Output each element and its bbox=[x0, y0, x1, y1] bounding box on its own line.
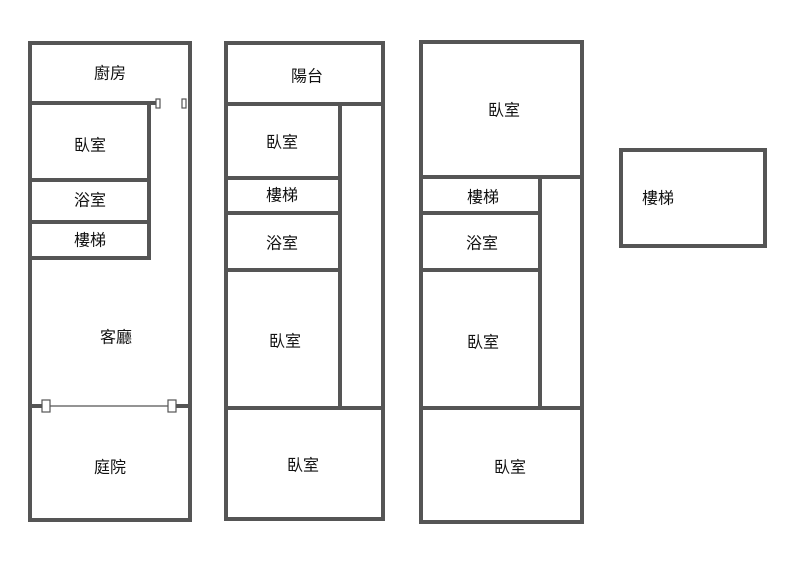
floor-4: 樓梯 bbox=[619, 148, 767, 248]
floor-2-bedroom-2-label: 臥室 bbox=[269, 332, 301, 351]
floor-3-outline bbox=[419, 40, 584, 524]
floor-2-outline bbox=[224, 41, 385, 521]
floor-1-kitchen-label: 廚房 bbox=[94, 64, 126, 83]
floor-3: 臥室 樓梯 浴室 臥室 臥室 bbox=[419, 40, 584, 524]
floor-3-bedroom-3-label: 臥室 bbox=[494, 458, 526, 477]
floor-1-outline bbox=[28, 41, 192, 522]
floor-2-balcony-label: 陽台 bbox=[291, 67, 323, 86]
floor-2-bedroom-3-label: 臥室 bbox=[287, 456, 319, 475]
floor-1-door-jamb-left bbox=[155, 98, 161, 109]
floor-2: 陽台 臥室 樓梯 浴室 臥室 臥室 bbox=[224, 41, 385, 521]
floor-4-stairs-label: 樓梯 bbox=[642, 189, 674, 208]
floor-2-bedroom-1-label: 臥室 bbox=[266, 133, 298, 152]
floor-3-stairs-label: 樓梯 bbox=[467, 188, 499, 207]
floor-1-sliding-door-jamb-right bbox=[167, 399, 177, 413]
floor-1-stairs-label: 樓梯 bbox=[74, 231, 106, 250]
floor-1-bathroom-label: 浴室 bbox=[74, 191, 106, 210]
floor-3-bedroom-2-label: 臥室 bbox=[467, 333, 499, 352]
floor-1-living-room-label: 客廳 bbox=[100, 328, 132, 347]
floor-1-bedroom-label: 臥室 bbox=[74, 136, 106, 155]
floor-1: 廚房 臥室 浴室 樓梯 客廳 庭院 bbox=[28, 41, 192, 522]
floor-2-bathroom-label: 浴室 bbox=[266, 234, 298, 253]
floor-1-door-jamb-right bbox=[181, 98, 187, 109]
floor-4-outline bbox=[619, 148, 767, 248]
floor-3-bedroom-1-label: 臥室 bbox=[488, 101, 520, 120]
floor-3-bathroom-label: 浴室 bbox=[466, 234, 498, 253]
floor-2-stairs-label: 樓梯 bbox=[266, 186, 298, 205]
floor-1-courtyard-label: 庭院 bbox=[94, 458, 126, 477]
floor-1-sliding-door-jamb-left bbox=[41, 399, 51, 413]
